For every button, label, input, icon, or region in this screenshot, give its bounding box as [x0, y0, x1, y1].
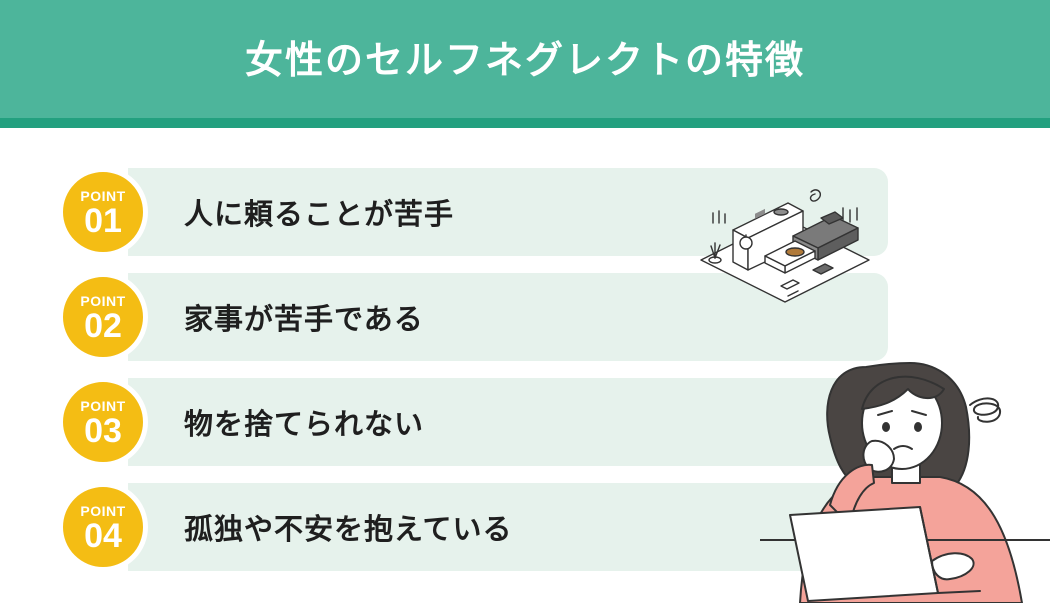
point-row-3: 物を捨てられない: [128, 378, 888, 466]
point-badge-3: POINT 03: [58, 377, 148, 467]
point-text-2: 家事が苦手である: [184, 302, 424, 336]
point-badge-label: POINT: [80, 503, 126, 519]
point-badge-number: 01: [84, 202, 122, 240]
point-text-1: 人に頼ることが苦手: [184, 197, 455, 231]
point-badge-4: POINT 04: [58, 482, 148, 572]
point-text-3: 物を捨てられない: [184, 407, 425, 441]
header-banner: 女性のセルフネグレクトの特徴: [0, 0, 1050, 128]
point-badge-1: POINT 01: [58, 167, 148, 257]
point-text-4: 孤独や不安を抱えている: [184, 512, 513, 546]
point-badge-label: POINT: [80, 188, 126, 204]
point-row-4: 孤独や不安を抱えている: [128, 483, 888, 571]
scribble-stress-icon: [969, 397, 1001, 423]
worried-woman-laptop-illustration: [760, 362, 1050, 603]
point-badge-label: POINT: [80, 293, 126, 309]
page-title: 女性のセルフネグレクトの特徴: [244, 37, 805, 82]
point-badge-label: POINT: [80, 398, 126, 414]
point-badge-number: 02: [84, 307, 122, 345]
point-badge-number: 03: [84, 412, 122, 450]
messy-room-illustration: [700, 189, 870, 303]
point-badge-2: POINT 02: [58, 272, 148, 362]
point-badge-number: 04: [84, 517, 122, 555]
